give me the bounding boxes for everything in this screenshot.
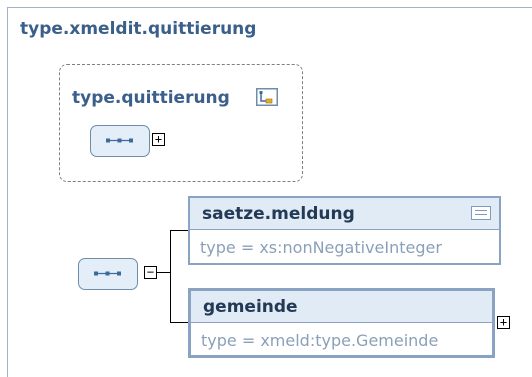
element-type: type = xmeld:type.Gemeinde <box>201 331 439 350</box>
diagram-frame <box>7 7 532 377</box>
collapse-toggle[interactable]: − <box>144 266 157 279</box>
documentation-icon <box>471 206 491 220</box>
expand-toggle[interactable]: + <box>152 133 165 146</box>
element-name: saetze.meldung <box>202 204 355 224</box>
element-gemeinde[interactable]: gemeinde type = xmeld:type.Gemeinde <box>188 288 495 358</box>
connector-line <box>157 272 170 273</box>
group-type-title: type.quittierung <box>72 88 230 108</box>
root-type-title: type.xmeldit.quittierung <box>20 19 257 39</box>
connector-line <box>170 322 188 323</box>
sequence-icon <box>94 271 121 276</box>
type-group-box <box>59 64 303 182</box>
sequence-icon <box>106 138 133 143</box>
sequence-compositor-collapsed[interactable] <box>90 125 150 157</box>
sequence-compositor[interactable] <box>78 258 138 290</box>
element-header <box>190 198 499 230</box>
element-name: gemeinde <box>203 297 298 317</box>
element-header <box>191 291 492 323</box>
element-saetze-meldung[interactable]: saetze.meldung type = xs:nonNegativeInte… <box>188 196 501 265</box>
connector-line <box>170 230 171 323</box>
expand-toggle[interactable]: + <box>497 316 510 329</box>
connector-line <box>170 230 188 231</box>
element-type: type = xs:nonNegativeInteger <box>200 238 442 257</box>
complex-type-icon <box>256 88 278 106</box>
